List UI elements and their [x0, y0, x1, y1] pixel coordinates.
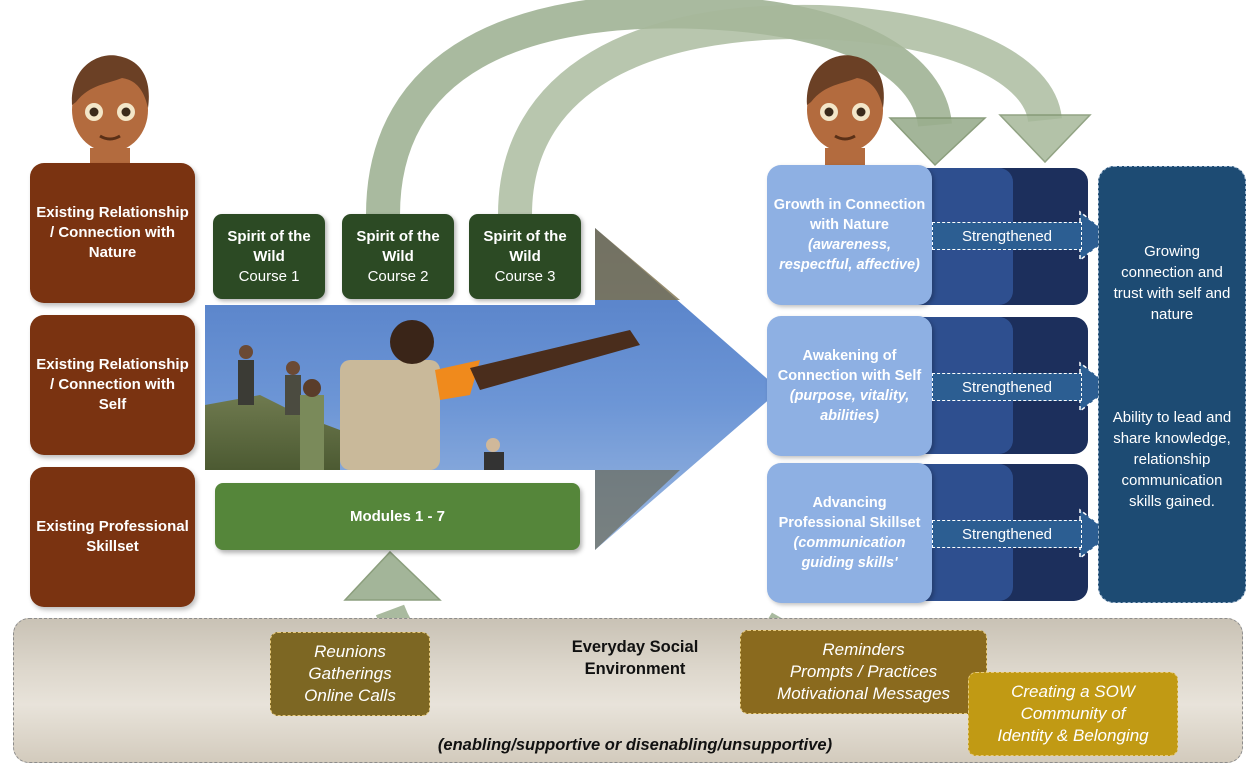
advancing-skillset-title: Advancing Professional Skillset	[778, 495, 921, 531]
course-1-box: Spirit of the Wild Course 1	[213, 214, 325, 299]
community-line-3: Identity & Belonging	[997, 726, 1149, 745]
community-box: Creating a SOW Community of Identity & B…	[968, 672, 1178, 756]
course-3-box: Spirit of the Wild Course 3	[469, 214, 581, 299]
environment-title-text: Everyday Social Environment	[571, 638, 699, 678]
awakening-self-sub: (purpose, vitality, abilities)	[789, 388, 910, 424]
advancing-skillset-box: Advancing Professional Skillset (communi…	[767, 463, 932, 603]
course-2-title: Spirit of the Wild	[356, 227, 440, 265]
outcome-connection-trust: Growing connection and trust with self a…	[1113, 243, 1231, 323]
community-line-2: Community of	[1020, 704, 1126, 723]
reminders-box: Reminders Prompts / Practices Motivation…	[740, 630, 987, 714]
strengthened-label-self: Strengthened	[961, 378, 1053, 396]
course-3-title: Spirit of the Wild	[483, 227, 567, 265]
reminders-line-2: Prompts / Practices	[789, 662, 938, 681]
reunions-line-1: Reunions	[314, 642, 386, 661]
environment-title: Everyday Social Environment	[540, 636, 730, 680]
modules-box: Modules 1 - 7	[215, 483, 580, 550]
existing-skillset-box: Existing Professional Skillset	[30, 467, 195, 607]
strengthened-label-nature: Strengthened	[961, 227, 1053, 245]
strengthened-arrow-nature: Strengthened	[932, 222, 1082, 250]
reunions-box: Reunions Gatherings Online Calls	[270, 632, 430, 716]
existing-nature-label: Existing Relationship / Connection with …	[36, 204, 189, 261]
course-2-sub: Course 2	[367, 267, 429, 285]
growth-nature-title: Growth in Connection with Nature	[773, 197, 926, 233]
outcome-ability-lead: Ability to lead and share knowledge, rel…	[1112, 409, 1232, 510]
awakening-self-box: Awakening of Connection with Self (purpo…	[767, 316, 932, 456]
course-1-sub: Course 1	[238, 267, 300, 285]
course-1-title: Spirit of the Wild	[227, 227, 311, 265]
reminders-line-1: Reminders	[822, 640, 905, 659]
reunions-line-3: Online Calls	[304, 686, 396, 705]
photo-arrow	[205, 228, 780, 550]
person-emoji-left	[71, 55, 149, 170]
course-2-box: Spirit of the Wild Course 2	[342, 214, 454, 299]
existing-self-label: Existing Relationship / Connection with …	[36, 356, 189, 413]
environment-caption: (enabling/supportive or disenabling/unsu…	[437, 736, 833, 754]
strengthened-arrow-self: Strengthened	[932, 373, 1082, 401]
reunions-line-2: Gatherings	[308, 664, 392, 683]
awakening-self-title: Awakening of Connection with Self	[777, 348, 922, 384]
growth-nature-box: Growth in Connection with Nature (awaren…	[767, 165, 932, 305]
existing-nature-box: Existing Relationship / Connection with …	[30, 163, 195, 303]
strengthened-label-skillset: Strengthened	[961, 525, 1053, 543]
course-3-sub: Course 3	[494, 267, 556, 285]
community-line-1: Creating a SOW	[1011, 682, 1135, 701]
advancing-skillset-sub: (communication guiding skills'	[793, 535, 906, 571]
reminders-line-3: Motivational Messages	[777, 684, 950, 703]
outcomes-box: Growing connection and trust with self a…	[1098, 166, 1246, 603]
strengthened-arrow-skillset: Strengthened	[932, 520, 1082, 548]
growth-nature-sub: (awareness, respectful, affective)	[779, 237, 920, 273]
modules-label: Modules 1 - 7	[349, 508, 446, 525]
person-emoji-right	[806, 55, 884, 170]
existing-self-box: Existing Relationship / Connection with …	[30, 315, 195, 455]
existing-skillset-label: Existing Professional Skillset	[36, 518, 189, 555]
